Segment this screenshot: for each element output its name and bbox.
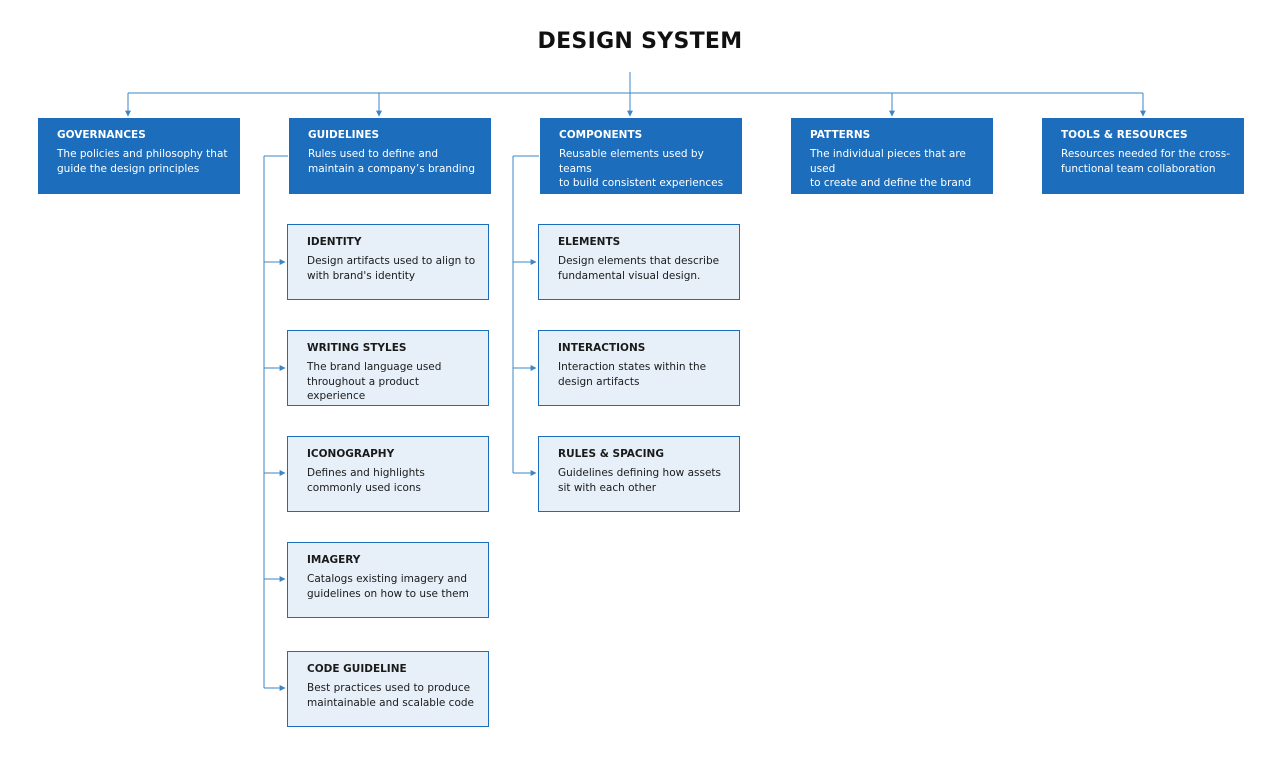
desc-line: The policies and philosophy that <box>57 148 228 160</box>
desc-line: commonly used icons <box>307 481 422 494</box>
box-title: INTERACTIONS <box>558 342 646 354</box>
box-description: Interaction states within the design art… <box>558 360 727 389</box>
box-description: The policies and philosophy that guide t… <box>57 147 228 176</box>
desc-line: Catalogs existing imagery and <box>307 573 468 585</box>
desc-line: to build consistent experiences <box>559 177 724 189</box>
desc-line: The individual pieces that are used <box>810 148 966 175</box>
box-title: PATTERNS <box>810 129 871 141</box>
box-elements: ELEMENTS Design elements that describe f… <box>538 224 740 300</box>
desc-line: sit with each other <box>558 481 657 494</box>
desc-line: guide the design principles <box>57 162 200 175</box>
box-description: Defines and highlights commonly used ico… <box>307 466 476 495</box>
box-title: ICONOGRAPHY <box>307 448 395 460</box>
desc-line: Defines and highlights <box>307 467 425 479</box>
box-tools-resources: TOOLS & RESOURCES Resources needed for t… <box>1042 118 1244 194</box>
box-iconography: ICONOGRAPHY Defines and highlights commo… <box>287 436 489 512</box>
box-title: GOVERNANCES <box>57 129 146 141</box>
box-title: ELEMENTS <box>558 236 621 248</box>
desc-line: Reusable elements used by teams <box>559 148 704 175</box>
box-writing-styles: WRITING STYLES The brand language used t… <box>287 330 489 406</box>
box-title: RULES & SPACING <box>558 448 664 460</box>
box-title: WRITING STYLES <box>307 342 407 354</box>
desc-line: Guidelines defining how assets <box>558 467 721 479</box>
box-title: IMAGERY <box>307 554 361 566</box>
desc-line: with brand's identity <box>307 269 416 282</box>
desc-line: Best practices used to produce <box>307 682 471 694</box>
box-description: Resources needed for the cross- function… <box>1061 147 1232 176</box>
box-rules-spacing: RULES & SPACING Guidelines defining how … <box>538 436 740 512</box>
box-description: Catalogs existing imagery and guidelines… <box>307 572 476 601</box>
box-title: GUIDELINES <box>308 129 380 141</box>
box-description: Design artifacts used to align to with b… <box>307 254 476 283</box>
desc-line: fundamental visual design. <box>558 269 701 282</box>
box-description: Design elements that describe fundamenta… <box>558 254 727 283</box>
desc-line: functional team collaboration <box>1061 162 1216 175</box>
box-interactions: INTERACTIONS Interaction states within t… <box>538 330 740 406</box>
desc-line: Design artifacts used to align to <box>307 255 476 267</box>
desc-line: The brand language used <box>307 361 442 373</box>
box-title: IDENTITY <box>307 236 362 248</box>
box-imagery: IMAGERY Catalogs existing imagery and gu… <box>287 542 489 618</box>
box-title: COMPONENTS <box>559 129 643 141</box>
desc-line: Design elements that describe <box>558 255 720 267</box>
box-description: The individual pieces that are used to c… <box>810 147 981 191</box>
box-description: The brand language used throughout a pro… <box>307 360 476 404</box>
desc-line: throughout a product experience <box>307 375 419 403</box>
diagram-title: DESIGN SYSTEM <box>537 29 743 54</box>
box-identity: IDENTITY Design artifacts used to align … <box>287 224 489 300</box>
desc-line: Rules used to define and <box>308 148 439 160</box>
desc-line: guidelines on how to use them <box>307 587 469 600</box>
box-title: TOOLS & RESOURCES <box>1061 129 1188 141</box>
desc-line: Interaction states within the <box>558 361 707 373</box>
box-governances: GOVERNANCES The policies and philosophy … <box>38 118 240 194</box>
box-code-guideline: CODE GUIDELINE Best practices used to pr… <box>287 651 489 727</box>
box-title: CODE GUIDELINE <box>307 663 407 675</box>
box-components: COMPONENTS Reusable elements used by tea… <box>540 118 742 194</box>
desc-line: to create and define the brand <box>810 177 972 189</box>
desc-line: maintainable and scalable code <box>307 696 474 709</box>
box-description: Guidelines defining how assets sit with … <box>558 466 727 495</box>
desc-line: Resources needed for the cross- <box>1061 148 1231 160</box>
box-description: Reusable elements used by teams to build… <box>559 147 730 191</box>
box-description: Best practices used to produce maintaina… <box>307 681 476 710</box>
box-patterns: PATTERNS The individual pieces that are … <box>791 118 993 194</box>
box-guidelines: GUIDELINES Rules used to define and main… <box>289 118 491 194</box>
desc-line: maintain a company’s branding <box>308 162 475 175</box>
box-description: Rules used to define and maintain a comp… <box>308 147 479 176</box>
desc-line: design artifacts <box>558 375 640 388</box>
